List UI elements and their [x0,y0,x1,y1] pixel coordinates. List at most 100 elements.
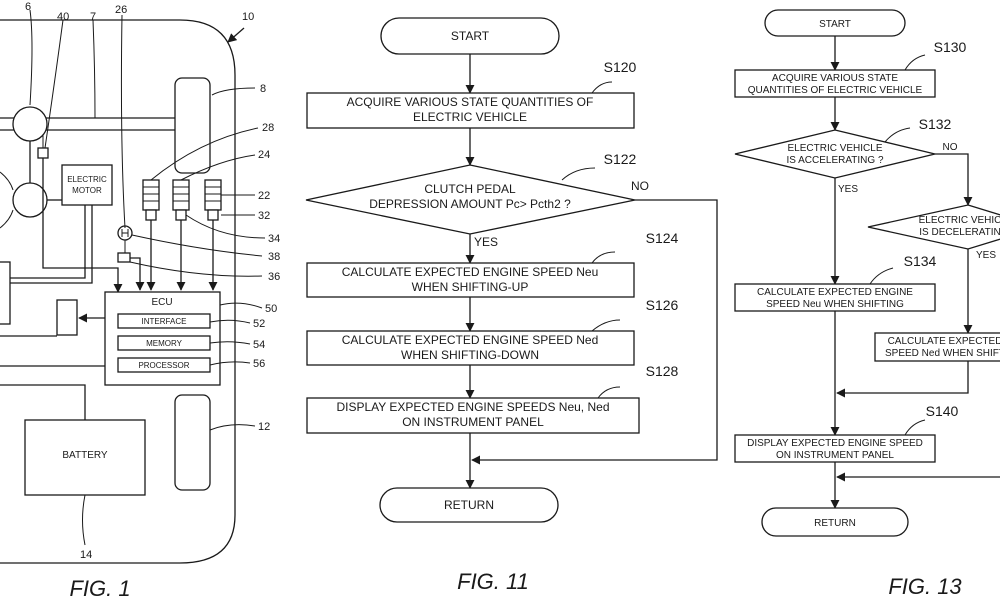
fig13-start-label: START [819,19,851,30]
leader-34 [185,214,266,239]
fig13-s132-tag: S132 [919,116,952,132]
sensor-40 [37,147,49,159]
fig13-s132-line2: IS ACCELERATING ? [786,155,884,166]
battery-wire [0,384,86,420]
electric-motor-label-2: MOTOR [72,186,102,195]
pedal-base-b [175,209,187,221]
fig11-s120-leader [591,81,613,94]
fig11-s124-leader [591,251,616,264]
ref-6: 6 [25,1,31,13]
leader-24 [180,154,256,181]
vehicle-body-outline [0,19,236,564]
fig13-s132-line1: ELECTRIC VEHICLE [787,143,882,154]
fig13-s130-line1: ACQUIRE VARIOUS STATE [772,73,898,84]
fig11-s124-box [306,262,635,298]
fig11-s120-tag: S120 [604,59,637,75]
fig13-s134-leader [869,267,894,285]
ref-24: 24 [258,149,270,161]
fig13-return-label: RETURN [814,518,856,529]
ref-14: 14 [80,549,92,561]
leader-10-arrow [227,27,245,43]
fig13-s140-box [734,434,936,463]
fig13-s132-diamond [734,129,936,179]
fig11-s126-line1: CALCULATE EXPECTED ENGINE SPEED Ned [342,333,599,347]
ref-34: 34 [268,233,280,245]
fig11-flowchart: START ACQUIRE VARIOUS STATE QUANTITIES O… [305,17,718,594]
shift-sensor-36 [117,252,131,263]
gear-lower-icon [12,182,48,218]
fig11-s120-box [306,92,635,129]
leader-38 [131,234,263,257]
fig13-s134-tag: S134 [904,253,937,269]
leader-12 [209,424,256,431]
ref-7: 7 [90,11,96,23]
ref-52: 52 [253,318,265,330]
fig11-s126-tag: S126 [646,297,679,313]
display-unit-box [56,299,78,336]
motor-power-wire-1 [0,205,86,279]
leader-50 [219,302,263,309]
leader-52 [209,319,251,324]
processor-label: PROCESSOR [138,361,189,370]
pedal-sensor-24a [142,179,160,211]
fig11-s126-box [306,330,635,366]
ref-28: 28 [262,122,274,134]
fig13-decel-line2: IS DECELERATIN [919,227,1000,238]
fig11-s128-line1: DISPLAY EXPECTED ENGINE SPEEDS Neu, Ned [337,400,610,414]
ref-32: 32 [258,210,270,222]
fig13-caption: FIG. 13 [888,574,962,599]
leader-56 [209,361,251,366]
fig13-s140-line2: ON INSTRUMENT PANEL [776,450,894,461]
leader-26 [120,14,126,229]
fig11-s124-line1: CALCULATE EXPECTED ENGINE SPEED Neu [342,265,599,279]
fig13-s130-line2: QUANTITIES OF ELECTRIC VEHICLE [748,85,923,96]
interface-label: INTERFACE [142,317,187,326]
fig13-s134-line2: SPEED Neu WHEN SHIFTING [766,299,904,310]
battery-box [24,419,146,496]
sensor-40-wire [42,158,123,293]
fig13-s130-tag: S130 [934,39,967,55]
fig11-s124-tag: S124 [646,230,679,246]
fig11-s128-line2: ON INSTRUMENT PANEL [402,415,544,429]
fig13-s140-leader [904,419,926,436]
fig11-s122-leader [561,167,596,181]
ref-40: 40 [57,11,69,23]
ref-38: 38 [268,251,280,263]
ref-10: 10 [242,11,254,23]
ref-36: 36 [268,271,280,283]
leader-6 [29,9,33,106]
fig13-s136-line1: CALCULATE EXPECTED [888,336,1000,347]
fig13-s130-leader [904,54,926,71]
shaft-arc-2 [0,209,14,229]
fig13-yes2-label: YES [976,250,996,261]
fig11-s122-line1: CLUTCH PEDAL [424,182,516,196]
fig11-yes-label: YES [474,235,498,249]
fig13-s134-line1: CALCULATE EXPECTED ENGINE [757,287,913,298]
fig11-s122-tag: S122 [604,151,637,167]
leader-7 [92,19,96,119]
motor-power-wire-2 [0,205,93,284]
pedal-base-a [145,209,157,221]
fig1-vehicle-diagram: ELECTRIC MOTOR [0,1,280,601]
fig11-s120-line2: ELECTRIC VEHICLE [413,110,527,124]
battery-label: BATTERY [62,450,108,461]
fig11-s122-line2: DEPRESSION AMOUNT Pc> Pcth2 ? [369,197,571,211]
fig11-s120-line1: ACQUIRE VARIOUS STATE QUANTITIES OF [347,95,594,109]
leader-54 [209,341,251,345]
fig11-start-label: START [451,29,490,43]
electric-motor-label-1: ELECTRIC [67,175,107,184]
fig13-flowchart: START ACQUIRE VARIOUS STATE QUANTITIES O… [734,9,1000,599]
ecu-label: ECU [151,297,172,308]
fig11-s128-tag: S128 [646,363,679,379]
component-12-box [174,394,211,491]
pedal-sensor-22 [204,179,222,211]
ref-12: 12 [258,421,270,433]
fig13-s136-box [874,332,1000,362]
leader-40 [44,19,64,149]
shift-sensor-wire [130,257,145,291]
fig1-caption: FIG. 1 [69,576,130,600]
leader-28 [150,127,259,181]
leader-14 [82,494,86,546]
fig11-no-path [471,199,718,465]
